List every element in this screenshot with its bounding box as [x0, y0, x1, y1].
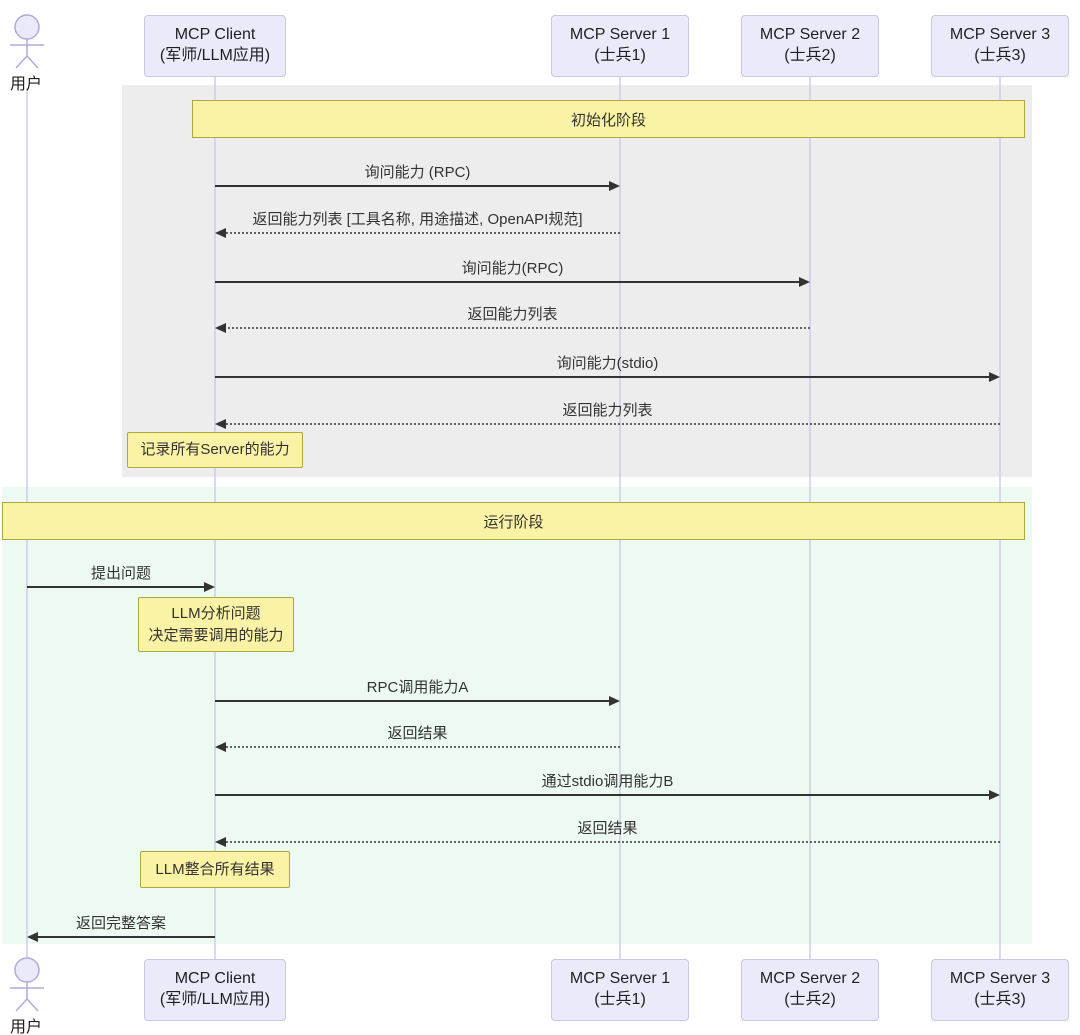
user-leg-left-bottom [15, 998, 28, 1012]
message-arrowhead-4 [989, 372, 1000, 382]
message-arrowhead-6 [204, 582, 215, 592]
message-arrowhead-11 [27, 932, 38, 942]
user-leg-left-top [15, 55, 28, 69]
message-arrowhead-10 [215, 837, 226, 847]
message-arrowhead-3 [215, 323, 226, 333]
message-arrowhead-7 [609, 696, 620, 706]
user-head-bottom [14, 957, 40, 983]
message-arrowhead-5 [215, 419, 226, 429]
message-arrowhead-1 [215, 228, 226, 238]
message-arrowhead-8 [215, 742, 226, 752]
user-leg-right-top [26, 55, 39, 69]
user-leg-right-bottom [26, 998, 39, 1012]
message-arrowhead-0 [609, 181, 620, 191]
user-head-top [14, 14, 40, 40]
message-arrowhead-9 [989, 790, 1000, 800]
message-arrowhead-2 [799, 277, 810, 287]
